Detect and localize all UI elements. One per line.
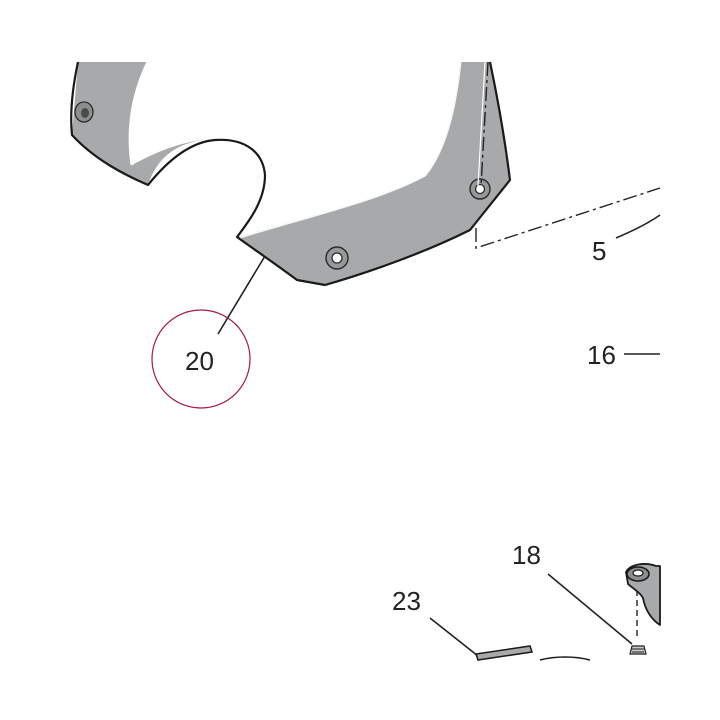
leader-20 [217, 255, 266, 335]
screw-18 [629, 590, 647, 655]
strip-part-23 [475, 645, 591, 661]
fender-outline [70, 61, 512, 287]
callout-16: 16 [587, 340, 616, 370]
fender-inner-edge-left [128, 61, 150, 166]
fastener-hole-left [74, 101, 94, 123]
assembly-axis-vertical [480, 61, 489, 187]
leader-23 [429, 617, 479, 657]
callout-5: 5 [592, 236, 606, 266]
callout-23: 23 [392, 586, 421, 616]
callout-20-highlight-circle [151, 309, 251, 409]
fender-inner-edge-right [239, 61, 462, 239]
assembly-axis-vertical-white [477, 61, 486, 187]
callout-20: 20 [185, 346, 214, 376]
fastener-hole-center [325, 246, 349, 270]
bracket-part [625, 563, 661, 626]
fastener-hole-right [469, 178, 491, 200]
leader-18 [547, 573, 633, 645]
fender-panel [72, 62, 510, 285]
assembly-axis-diagonal [475, 187, 661, 249]
callout-18: 18 [512, 540, 541, 570]
leader-5 [615, 214, 661, 239]
